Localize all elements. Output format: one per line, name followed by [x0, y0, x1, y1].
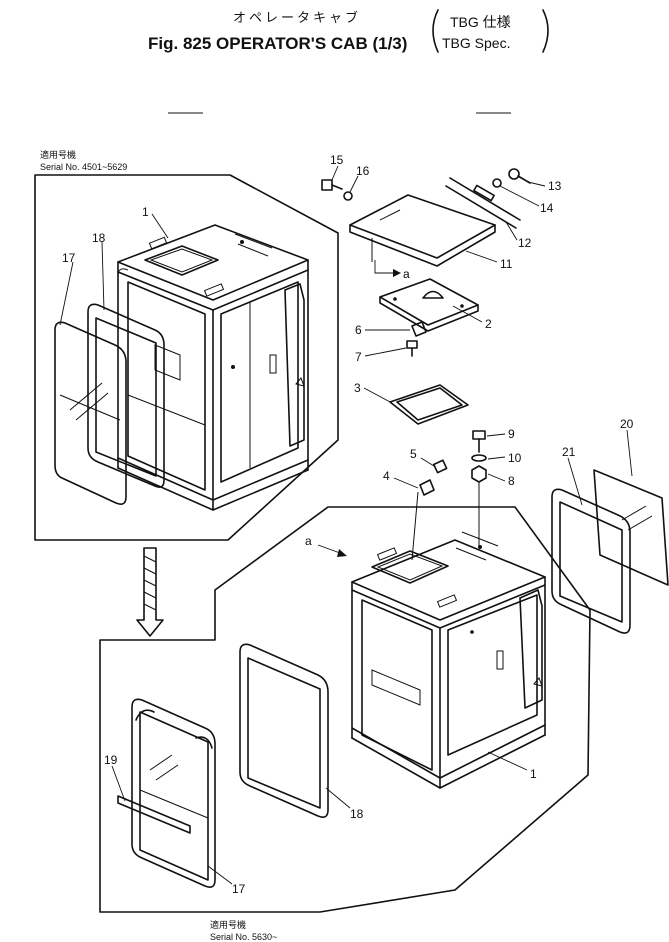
- washer-16: [343, 191, 353, 201]
- callout-17-lower: 17: [232, 882, 246, 896]
- bolt-13: [508, 168, 531, 184]
- spec-japanese: TBG 仕様: [450, 14, 511, 30]
- callout-19: 19: [104, 753, 118, 767]
- callout-9: 9: [508, 427, 515, 441]
- cab-lower: [351, 531, 546, 789]
- upper-group-frame: [34, 174, 339, 541]
- callout-13: 13: [548, 179, 562, 193]
- callout-labels: 1 18 17 15 16 13 14 12 11 a 2 6 7 3 9 10…: [62, 153, 634, 896]
- lower-group-frame: [99, 506, 591, 913]
- figure-title: Fig. 825 OPERATOR'S CAB (1/3): [148, 34, 407, 53]
- callout-2: 2: [485, 317, 492, 331]
- spec-title: TBG Spec.: [442, 35, 510, 51]
- bolt-15: [321, 179, 343, 191]
- callout-15: 15: [330, 153, 344, 167]
- leader-lines: [59, 165, 633, 885]
- cab-upper: [117, 224, 309, 511]
- callout-10: 10: [508, 451, 522, 465]
- callout-21: 21: [562, 445, 576, 459]
- serial-lower-range: Serial No. 5630~: [210, 932, 277, 942]
- serial-upper-label: 適用号機: [40, 149, 76, 160]
- reference-a-arrows: [317, 260, 401, 557]
- hatch-plate-2: [379, 278, 479, 332]
- roof-panel-11: [349, 194, 496, 267]
- washer-10: [471, 454, 487, 462]
- bracket-14: [473, 184, 495, 202]
- callout-7: 7: [355, 350, 362, 364]
- callout-20: 20: [620, 417, 634, 431]
- callout-a-lower: a: [305, 534, 312, 548]
- bolt-9: [472, 430, 486, 453]
- rain-gutter-12: [445, 177, 521, 229]
- seal-ring-3: [389, 384, 469, 425]
- latch-6: [411, 321, 427, 337]
- window-frame-18-lower: [239, 643, 329, 818]
- window-glass-17-lower: [131, 698, 216, 888]
- washer-bolt-14: [492, 178, 502, 188]
- callout-5: 5: [410, 447, 417, 461]
- screw-7: [406, 340, 418, 357]
- seal-strip-19: [117, 795, 191, 834]
- window-glass-17-upper: [54, 321, 127, 505]
- title-japanese: オペレータキャブ: [233, 10, 361, 25]
- serial-upper-range: Serial No. 4501~5629: [40, 162, 127, 172]
- bolt-5: [432, 459, 448, 474]
- serial-lower-label: 適用号機: [210, 919, 246, 930]
- callout-17-upper: 17: [62, 251, 76, 265]
- window-glass-20: [593, 469, 669, 586]
- callout-18-upper: 18: [92, 231, 106, 245]
- callout-16: 16: [356, 164, 370, 178]
- callout-1-upper: 1: [142, 205, 149, 219]
- window-frame-18-upper: [87, 303, 165, 488]
- callout-1-lower: 1: [530, 767, 537, 781]
- callout-11: 11: [500, 257, 513, 271]
- callout-8: 8: [508, 474, 515, 488]
- callout-a-upper: a: [403, 267, 410, 281]
- callout-4: 4: [383, 469, 390, 483]
- callout-3: 3: [354, 381, 361, 395]
- serial-change-arrow: [136, 547, 164, 637]
- window-frame-21: [551, 488, 631, 634]
- clip-4: [411, 479, 480, 561]
- callout-18-lower: 18: [350, 807, 364, 821]
- nut-8: [471, 465, 487, 483]
- callout-14: 14: [540, 201, 554, 215]
- spec-left-paren: [432, 9, 439, 53]
- callout-12: 12: [518, 236, 532, 250]
- callout-6: 6: [355, 323, 362, 337]
- spec-right-paren: [542, 9, 549, 53]
